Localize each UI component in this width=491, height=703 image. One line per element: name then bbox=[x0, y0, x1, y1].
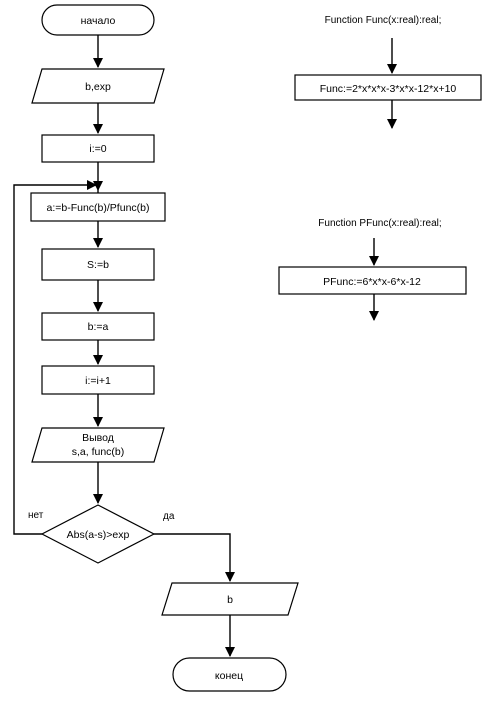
yes-branch-label: да bbox=[163, 511, 175, 522]
init-label: i:=0 bbox=[89, 143, 106, 155]
increment-process: i:=i+1 bbox=[41, 365, 155, 395]
no-branch-label: нет bbox=[28, 510, 44, 521]
func-subroutine: Function Func(x:real):real; Func:=2*x*x*… bbox=[294, 15, 482, 129]
update-b-process: b:=a bbox=[41, 312, 155, 341]
func-body: Func:=2*x*x*x-3*x*x-12*x+10 bbox=[320, 83, 457, 95]
input-label: b,exp bbox=[85, 81, 111, 93]
output-label-line1: Вывод bbox=[82, 432, 114, 444]
save-prev-process: S:=b bbox=[41, 248, 155, 281]
result-parallelogram: b bbox=[161, 582, 299, 616]
update-b-label: b:=a bbox=[88, 321, 109, 333]
start-label: начало bbox=[81, 15, 116, 27]
output-label-line2: s,a, func(b) bbox=[72, 446, 125, 458]
pfunc-body-box bbox=[278, 266, 467, 295]
save-prev-label: S:=b bbox=[87, 259, 109, 271]
loop-back-no-branch bbox=[13, 180, 97, 535]
newton-step-process: a:=b-Func(b)/Pfunc(b) bbox=[30, 192, 166, 222]
condition-decision: Abs(a-s)>exp bbox=[40, 504, 156, 564]
pfunc-subroutine: Function PFunc(x:real):real; PFunc:=6*x*… bbox=[278, 218, 467, 321]
init-process: i:=0 bbox=[41, 134, 155, 163]
func-header: Function Func(x:real):real; bbox=[325, 15, 442, 26]
connectors bbox=[13, 34, 235, 657]
newton-step-label: a:=b-Func(b)/Pfunc(b) bbox=[46, 202, 149, 214]
condition-label: Abs(a-s)>exp bbox=[67, 529, 130, 541]
end-label: конец bbox=[215, 670, 243, 682]
end-terminator: конец bbox=[172, 657, 287, 692]
input-parallelogram: b,exp bbox=[31, 68, 165, 104]
pfunc-body: PFunc:=6*x*x-6*x-12 bbox=[323, 276, 421, 288]
yes-branch-connector bbox=[154, 533, 235, 582]
func-body-box bbox=[294, 74, 482, 101]
start-terminator: начало bbox=[41, 4, 155, 36]
result-label: b bbox=[227, 594, 233, 606]
increment-label: i:=i+1 bbox=[85, 375, 111, 387]
pfunc-header: Function PFunc(x:real):real; bbox=[318, 218, 441, 229]
output-parallelogram: Вывод s,a, func(b) bbox=[31, 427, 165, 463]
